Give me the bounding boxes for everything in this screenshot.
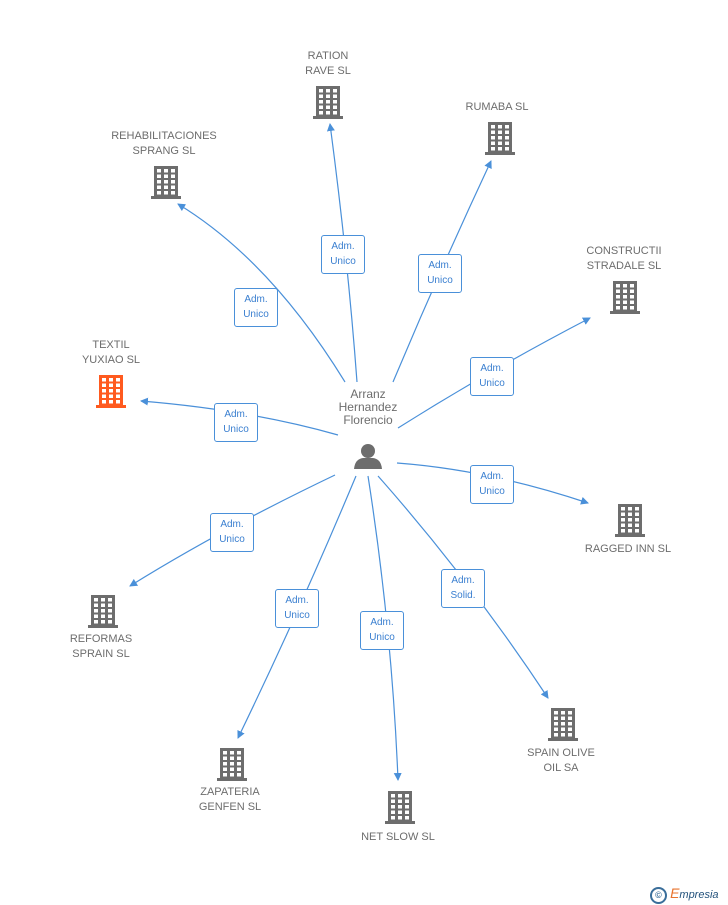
building-icon-constructii[interactable] xyxy=(610,281,640,314)
center-person-name[interactable]: Arranz Hernandez Florencio xyxy=(338,387,398,427)
building-icon-spain[interactable] xyxy=(548,708,578,741)
role-badge-rehabilitaciones: Adm. Unico xyxy=(234,288,278,327)
building-icon-rehabilitaciones[interactable] xyxy=(151,166,181,199)
company-label-netslow[interactable]: NET SLOW SL xyxy=(361,830,435,843)
building-icon-reformas[interactable] xyxy=(88,595,118,628)
role-badge-netslow: Adm. Unico xyxy=(360,611,404,650)
role-badge-spain: Adm. Solid. xyxy=(441,569,485,608)
building-icon-netslow[interactable] xyxy=(385,791,415,824)
role-badge-constructii: Adm. Unico xyxy=(470,357,514,396)
company-label-spain[interactable]: SPAIN OLIVE OIL SA xyxy=(527,747,595,774)
person-icon[interactable] xyxy=(354,444,382,469)
copyright-icon: © xyxy=(650,886,667,904)
company-label-reformas[interactable]: REFORMAS SPRAIN SL xyxy=(69,633,133,660)
building-icon-rumaba[interactable] xyxy=(485,122,515,155)
role-badge-zapateria: Adm. Unico xyxy=(275,589,319,628)
company-label-ragged[interactable]: RAGGED INN SL xyxy=(584,542,672,555)
role-badge-ration: Adm. Unico xyxy=(321,235,365,274)
company-label-rumaba[interactable]: RUMABA SL xyxy=(465,100,529,113)
building-icon-textil[interactable] xyxy=(96,375,126,408)
brand-name: mpresia xyxy=(679,889,719,901)
building-icon-zapateria[interactable] xyxy=(217,748,247,781)
role-badge-reformas: Adm. Unico xyxy=(210,513,254,552)
brand-initial: E xyxy=(670,885,680,901)
role-badge-rumaba: Adm. Unico xyxy=(418,254,462,293)
company-label-textil[interactable]: TEXTIL YUXIAO SL xyxy=(81,339,141,366)
edge-rehabilitaciones xyxy=(177,203,346,383)
building-icon-ragged[interactable] xyxy=(615,504,645,537)
role-badge-ragged: Adm. Unico xyxy=(470,465,514,504)
brand-logo: © Empresia xyxy=(650,885,719,904)
building-icon-ration[interactable] xyxy=(313,86,343,119)
company-label-zapateria[interactable]: ZAPATERIA GENFEN SL xyxy=(198,786,262,813)
company-label-ration[interactable]: RATION RAVE SL xyxy=(305,50,351,77)
company-label-constructii[interactable]: CONSTRUCTII STRADALE SL xyxy=(586,245,662,272)
company-label-rehabilitaciones[interactable]: REHABILITACIONES SPRANG SL xyxy=(111,130,217,157)
role-badge-textil: Adm. Unico xyxy=(214,403,258,442)
